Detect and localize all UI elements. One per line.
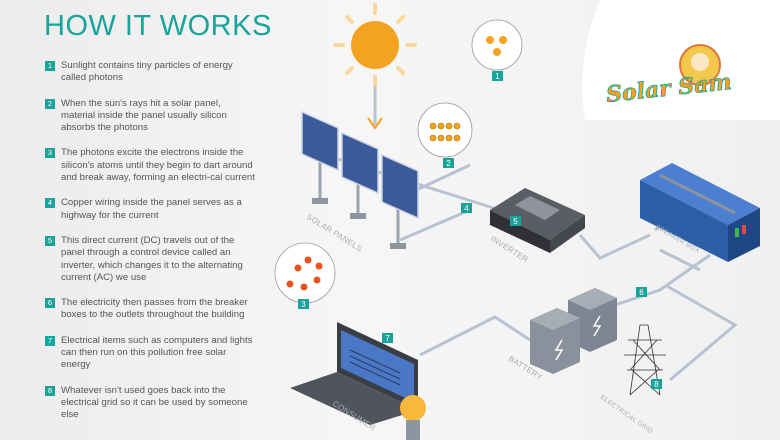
solar-panels-illustration — [301, 110, 419, 249]
label-electrical-grid: ELECTRICAL GRID — [599, 394, 654, 436]
step-item: 4 Copper wiring inside the panel serves a… — [45, 197, 255, 222]
badge-8-text: 8 — [654, 380, 659, 389]
badge-7 — [382, 333, 393, 343]
badge-3-text: 3 — [301, 300, 306, 309]
steps-list: 1 Sunlight contains tiny particles of ene… — [45, 60, 255, 435]
step-item: 2 When the sun's rays hit a solar panel, … — [45, 98, 255, 135]
badge-5 — [510, 216, 521, 226]
step-text: Copper wiring inside the panel serves as… — [61, 197, 242, 221]
step-item: 5 This direct current (DC) travels out of… — [45, 235, 255, 284]
step-text: This direct current (DC) travels out of … — [61, 234, 243, 283]
step-number-badge: 5 — [45, 235, 55, 246]
step-number-badge: 3 — [45, 148, 55, 159]
step-text: The electricity then passes from the bre… — [61, 297, 248, 321]
step-item: 3 The photons excite the electrons inside… — [45, 147, 255, 184]
battery-illustration — [530, 288, 617, 374]
step-number-badge: 4 — [45, 198, 55, 209]
photons-circle-1 — [471, 19, 523, 71]
arrow-down-icon — [367, 117, 383, 130]
laptop-illustration — [290, 322, 418, 425]
photons-circle-2 — [417, 102, 473, 158]
badge-3 — [298, 299, 309, 309]
step-item: 7 Electrical items such as computers and … — [45, 335, 255, 372]
badge-4 — [461, 203, 472, 213]
step-item: 1 Sunlight contains tiny particles of ene… — [45, 60, 255, 85]
step-text: The photons excite the electrons inside … — [61, 147, 255, 184]
badge-7-text: 7 — [385, 334, 390, 343]
lightning-icon — [592, 315, 602, 337]
electrons-circle-3 — [274, 242, 336, 304]
step-number-badge: 2 — [45, 98, 55, 109]
badge-1-text: 1 — [495, 72, 500, 81]
light-bulb-icon — [400, 395, 426, 440]
badge-5-text: 5 — [513, 217, 518, 226]
step-item: 8 Whatever isn't used goes back into the … — [45, 385, 255, 422]
page-title: HOW IT WORKS — [44, 10, 272, 42]
step-item: 6 The electricity then passes from the br… — [45, 297, 255, 322]
step-number-badge: 6 — [45, 298, 55, 309]
badge-1 — [492, 71, 503, 81]
step-number-badge: 1 — [45, 61, 55, 71]
badge-8 — [651, 379, 662, 389]
step-text: Sunlight contains tiny particles of ener… — [61, 60, 233, 84]
badge-6-text: 6 — [639, 288, 644, 297]
sun-icon — [333, 3, 417, 87]
badge-2-text: 2 — [446, 159, 451, 168]
step-number-badge: 8 — [45, 385, 55, 396]
badge-2 — [443, 158, 454, 168]
lightning-icon — [554, 339, 564, 361]
step-text: Electrical items such as computers and l… — [61, 334, 253, 371]
breaker-box-illustration — [640, 163, 760, 262]
badge-4-text: 4 — [464, 204, 469, 213]
step-number-badge: 7 — [45, 335, 55, 346]
power-tower-illustration — [624, 324, 666, 396]
step-text: When the sun's rays hit a solar panel, m… — [61, 97, 227, 134]
badge-6 — [636, 287, 647, 297]
inverter-illustration — [490, 188, 585, 253]
step-text: Whatever isn't used goes back into the e… — [61, 384, 248, 421]
